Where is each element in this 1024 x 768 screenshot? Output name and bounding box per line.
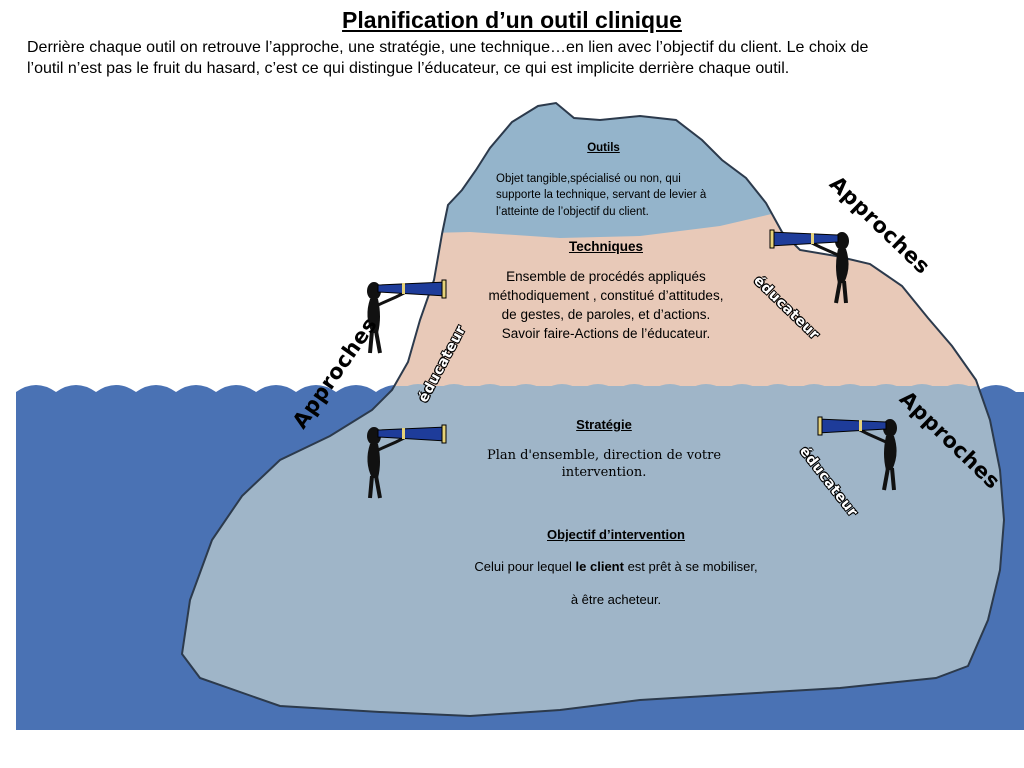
techniques-box: Techniques Ensemble de procédés appliqué… <box>486 237 726 343</box>
educator-figure-left-bottom <box>367 424 447 499</box>
strategie-text: Plan d'ensemble, direction de votre inte… <box>486 448 722 480</box>
techniques-heading: Techniques <box>568 239 643 254</box>
objectif-line-2: à être acheteur. <box>570 592 662 607</box>
telescope-icon <box>817 416 887 436</box>
outils-box: Outils Objet tangible,spécialisé ou non,… <box>496 140 711 220</box>
telescope-icon <box>769 229 839 249</box>
intro-paragraph: Derrière chaque outil on retrouve l’appr… <box>27 39 869 77</box>
outils-heading: Outils <box>587 142 620 154</box>
telescope-icon <box>377 424 447 444</box>
educator-figure-right-top <box>769 229 849 304</box>
techniques-text: Ensemble de procédés appliqués méthodiqu… <box>488 269 724 341</box>
strategie-box: Stratégie Plan d'ensemble, direction de … <box>478 416 730 481</box>
educator-figure-left-top <box>367 279 447 354</box>
objectif-box: Objectif d’intervention Celui pour leque… <box>446 526 786 624</box>
outils-text: Objet tangible,spécialisé ou non, qui su… <box>496 172 707 218</box>
objectif-heading: Objectif d’intervention <box>547 527 685 542</box>
page-title: Planification d’un outil clinique <box>342 7 682 33</box>
objectif-line-1: Celui pour lequel le client est prêt à s… <box>474 559 758 574</box>
strategie-heading: Stratégie <box>576 417 632 432</box>
telescope-icon <box>377 279 447 299</box>
educator-figure-right-bottom <box>817 416 897 491</box>
